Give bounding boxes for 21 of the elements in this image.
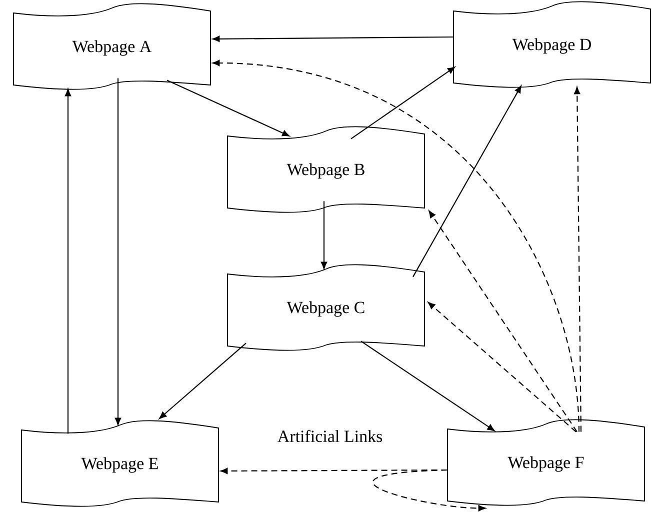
arrow: [360, 340, 495, 432]
page-banner: Webpage B: [227, 126, 425, 213]
arrow: [428, 302, 576, 432]
page-banner: Webpage D: [453, 1, 651, 88]
arrow: [212, 36, 454, 42]
page-banner: Webpage C: [227, 264, 425, 351]
arrow: [412, 86, 522, 278]
arrow: [320, 201, 328, 270]
arrow: [212, 60, 580, 432]
arrow: [64, 88, 72, 434]
arrow: [428, 210, 578, 432]
page-banner: Webpage E: [21, 420, 219, 507]
page-banner: Webpage A: [13, 3, 211, 90]
arrow: [350, 66, 456, 140]
arrow: [372, 469, 486, 512]
note-label: Artificial Links: [278, 430, 382, 442]
arrow: [166, 80, 290, 136]
arrow: [574, 86, 582, 432]
page-banner: Webpage F: [447, 419, 645, 506]
arrow: [159, 342, 246, 419]
arrow: [114, 78, 122, 426]
